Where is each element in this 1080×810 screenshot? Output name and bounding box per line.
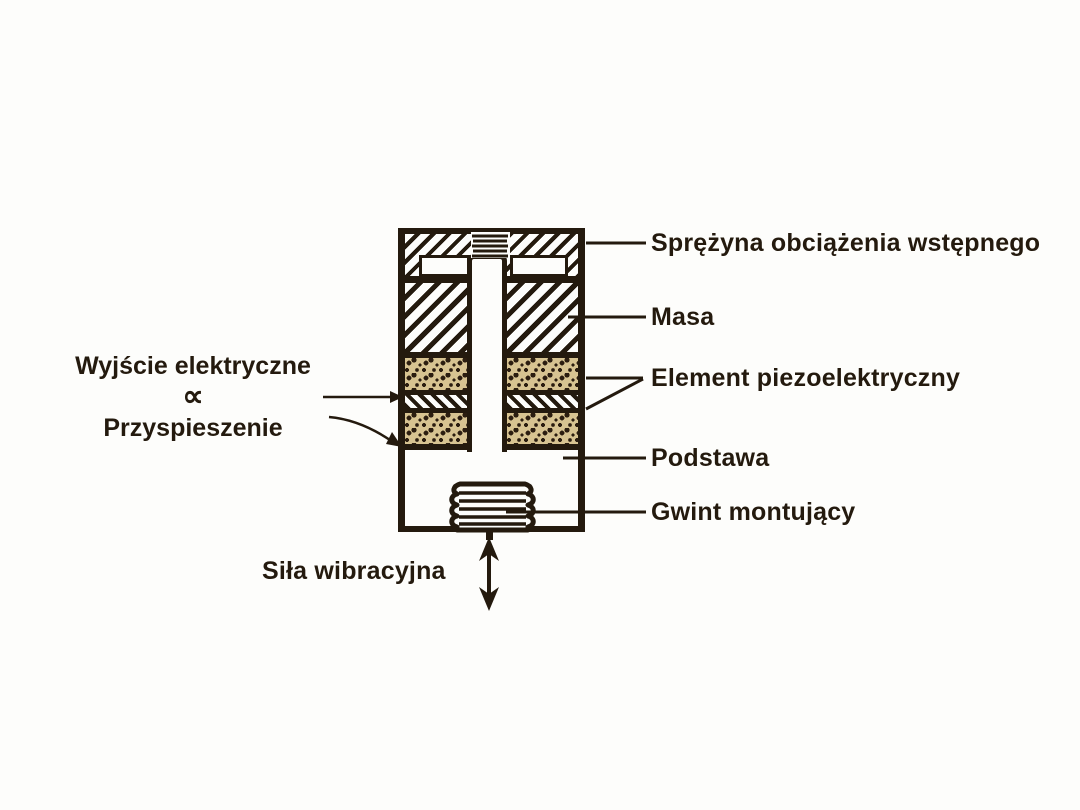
vibration-force-arrow	[479, 532, 499, 611]
separator	[405, 390, 467, 395]
electrode-right	[507, 395, 578, 408]
mass-left	[405, 283, 467, 353]
separator	[507, 408, 578, 413]
label-electrical-output-block: Wyjście elektryczne ∝ Przyspieszenie	[52, 351, 334, 443]
piezo-lower-right	[507, 413, 578, 444]
leader-lines-left	[323, 391, 403, 447]
electrode-left	[405, 395, 467, 408]
mounting-stud	[449, 481, 536, 533]
separator	[405, 352, 467, 358]
piezo-lower-left	[405, 413, 467, 444]
spring-threads	[471, 232, 510, 258]
separator	[507, 352, 578, 358]
cap-notch-right	[510, 255, 568, 277]
housing-left-wall	[398, 228, 405, 532]
housing-right-wall	[578, 228, 585, 532]
separator	[398, 444, 467, 450]
piezo-upper-left	[405, 358, 467, 390]
separator	[405, 408, 467, 413]
label-base: Podstawa	[651, 444, 770, 472]
label-acceleration: Przyspieszenie	[103, 414, 283, 442]
housing-top-edge	[398, 228, 585, 234]
label-electrical-output: Wyjście elektryczne	[75, 352, 311, 380]
label-mounting-thread: Gwint montujący	[651, 498, 856, 526]
proportional-symbol: ∝	[182, 380, 204, 413]
piezo-upper-right	[507, 358, 578, 390]
leader-lines-right	[506, 241, 646, 514]
mass-right	[507, 283, 578, 353]
label-vibration-force: Siła wibracyjna	[262, 557, 446, 585]
label-mass: Masa	[651, 303, 715, 331]
separator	[507, 390, 578, 395]
separator	[507, 444, 585, 450]
label-preload-spring: Sprężyna obciążenia wstępnego	[651, 229, 1041, 257]
label-piezo-element: Element piezoelektryczny	[651, 364, 961, 392]
